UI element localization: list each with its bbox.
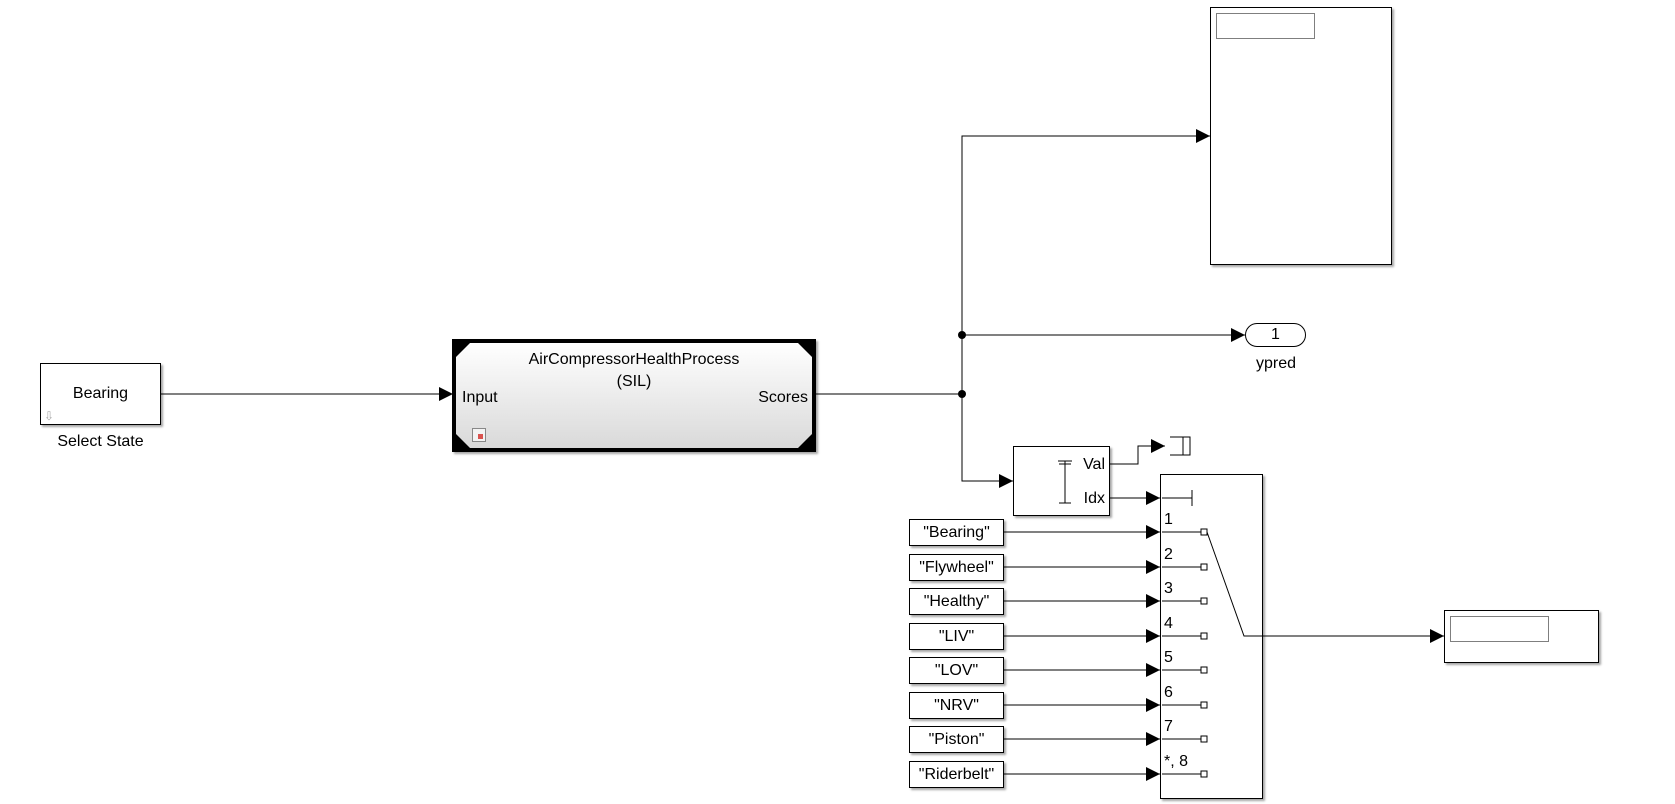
multiport-switch-block[interactable] [1160,474,1263,799]
case-label-6: 6 [1164,684,1173,701]
constant-nrv-block[interactable]: "NRV" [909,692,1004,719]
multiport-switch-glyph [1162,490,1263,778]
constant-healthy-block[interactable]: "Healthy" [909,588,1004,615]
case-label-5: 5 [1164,649,1173,666]
branch-point [958,331,966,339]
branch-point [958,390,966,398]
constant-lov-block[interactable]: "LOV" [909,657,1004,684]
subsystem-name: AirCompressorHealthProcess [528,351,740,368]
wire-to-scope[interactable] [961,129,1210,394]
corner-marker [456,434,470,448]
case-label-4: 4 [1164,615,1173,632]
select-state-label: Select State [57,433,144,450]
constant-piston-block[interactable]: "Piston" [909,726,1004,753]
scope-screen [1216,13,1315,39]
variant-arrow-icon: ⇩ [44,409,55,423]
max-idx-port: Idx [1083,490,1105,507]
select-state-value: Bearing [72,385,129,402]
outport-label: ypred [1255,355,1297,372]
constant-bearing-block[interactable]: "Bearing" [909,519,1004,546]
constant-flywheel-block[interactable]: "Flywheel" [909,554,1004,581]
corner-marker [798,343,812,357]
max-block[interactable]: Val Idx [1013,446,1110,516]
scope-block[interactable] [1210,7,1392,265]
subsystem-mode: (SIL) [616,373,652,390]
subsystem-input-port: Input [462,389,498,406]
constant-riderbelt-block[interactable]: "Riderbelt" [909,761,1004,788]
max-icon [1058,460,1072,504]
terminator-block[interactable] [1170,436,1191,456]
corner-marker [456,343,470,357]
case-label-1: 1 [1164,511,1173,528]
subsystem-output-port: Scores [758,389,808,406]
max-val-port: Val [1083,456,1105,473]
air-compressor-subsystem-block[interactable]: AirCompressorHealthProcess (SIL) Input S… [452,339,816,452]
corner-marker [798,434,812,448]
model-reference-icon [472,428,486,442]
case-label-default: *, 8 [1164,753,1189,770]
wire-to-max[interactable] [961,394,1013,488]
display-block[interactable] [1444,610,1599,663]
select-state-block[interactable]: Bearing ⇩ [40,363,161,425]
case-label-3: 3 [1164,580,1173,597]
constant-liv-block[interactable]: "LIV" [909,623,1004,650]
outport-block[interactable]: 1 [1245,323,1306,347]
wire-val-to-terminator[interactable] [1110,439,1165,465]
outport-number: 1 [1271,326,1280,343]
case-label-2: 2 [1164,546,1173,563]
case-label-7: 7 [1164,718,1173,735]
display-readout [1450,616,1549,642]
